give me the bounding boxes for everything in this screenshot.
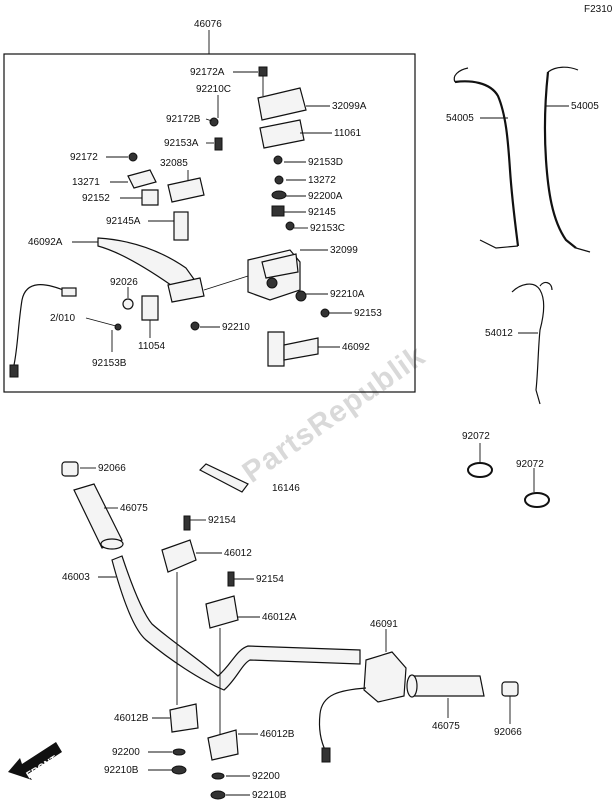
diagram-code: F2310 [584, 4, 613, 15]
label-92072-b: 92072 [516, 459, 544, 470]
throttle-cable-right [543, 66, 591, 253]
assembly-frame: 46076 [3, 19, 416, 393]
clamps [467, 443, 550, 508]
label-92172: 92172 [70, 152, 98, 163]
label-92210B-left: 92210B [104, 765, 139, 776]
label-11061: 11061 [334, 128, 362, 139]
label-46012B-left: 46012B [114, 713, 149, 724]
label-46003: 46003 [62, 572, 90, 583]
label-92154-a: 92154 [208, 515, 236, 526]
label-92210B-right: 92210B [252, 790, 287, 800]
label-92145: 92145 [308, 207, 336, 218]
front-arrow: FRONT [8, 742, 62, 782]
label-92172B: 92172B [166, 114, 201, 125]
master-cylinder [247, 249, 319, 367]
label-92172A: 92172A [190, 67, 225, 78]
label-92072-a: 92072 [462, 431, 490, 442]
label-92153D: 92153D [308, 157, 343, 168]
label-92153: 92153 [354, 308, 382, 319]
reservoir-cap [257, 66, 307, 149]
label-46012B-right: 46012B [260, 729, 295, 740]
label-2-010: 2/010 [50, 313, 75, 324]
label-92210: 92210 [222, 322, 250, 333]
label-46092: 46092 [342, 342, 370, 353]
pipe-16146 [198, 463, 249, 493]
label-92153A: 92153A [164, 138, 199, 149]
label-16146: 16146 [272, 483, 300, 494]
leader-lines-frame [72, 71, 352, 352]
label-54005-left: 54005 [446, 113, 474, 124]
label-92200-right: 92200 [252, 771, 280, 782]
left-grip [61, 461, 124, 550]
label-92154-b: 92154 [256, 574, 284, 585]
label-46012: 46012 [224, 548, 252, 559]
fasteners [114, 117, 330, 331]
label-13272: 13272 [308, 175, 336, 186]
leader-lines-handlebar [80, 467, 511, 796]
label-46091: 46091 [370, 619, 398, 630]
label-92153B: 92153B [92, 358, 127, 369]
label-54012: 54012 [485, 328, 513, 339]
label-92066-left: 92066 [98, 463, 126, 474]
right-housing [318, 651, 407, 763]
label-46075-right: 46075 [432, 721, 460, 732]
watermark: PartsRepublik [237, 339, 432, 489]
holders [161, 515, 239, 800]
handlebar [111, 555, 361, 691]
label-46075-left: 46075 [120, 503, 148, 514]
label-11054: 11054 [138, 341, 166, 352]
label-92210C: 92210C [196, 84, 231, 95]
label-92026: 92026 [110, 277, 138, 288]
label-13271: 13271 [72, 177, 100, 188]
label-32085: 32085 [160, 158, 188, 169]
label-92153C: 92153C [310, 223, 345, 234]
label-92145A: 92145A [106, 216, 141, 227]
label-32099A: 32099A [332, 101, 367, 112]
brake-cable [511, 281, 553, 405]
throttle-cable-left [453, 67, 520, 249]
label-54005-right: 54005 [571, 101, 599, 112]
label-46092A: 46092A [28, 237, 63, 248]
label-46076: 46076 [194, 19, 222, 30]
label-46012A: 46012A [262, 612, 297, 623]
label-92066-right: 92066 [494, 727, 522, 738]
label-92152: 92152 [82, 193, 110, 204]
label-32099: 32099 [330, 245, 358, 256]
switch-wire [9, 284, 77, 378]
label-92200A: 92200A [308, 191, 343, 202]
label-92200-left: 92200 [112, 747, 140, 758]
label-92210A: 92210A [330, 289, 365, 300]
right-grip [406, 674, 519, 698]
brake-lever [97, 237, 249, 303]
